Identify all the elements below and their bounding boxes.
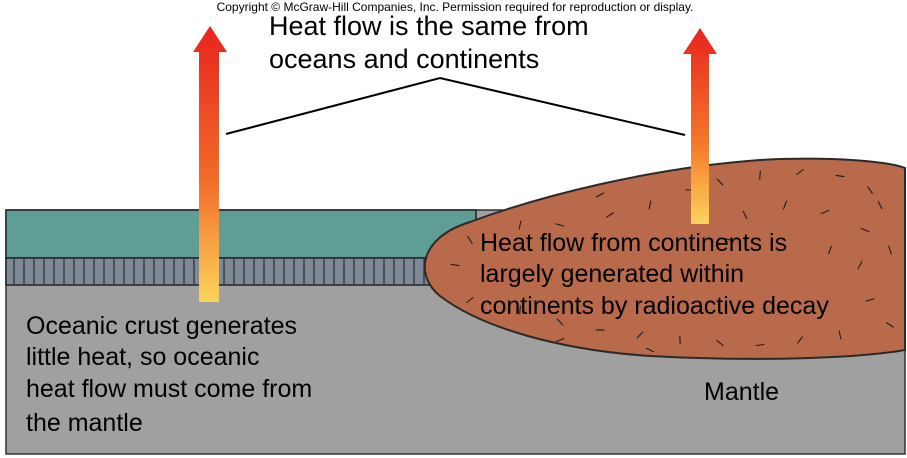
continent-fleck [636,331,644,339]
continent-fleck [716,339,724,347]
copyright-notice: Copyright © McGraw-Hill Companies, Inc. … [217,0,694,14]
continent-fleck [755,343,765,347]
oceanic-label-line-3: heat flow must come from [26,375,312,403]
continent-fleck [450,263,460,267]
continent-fleck [797,336,803,344]
continent-fleck [877,200,883,210]
oceanic-heat-flow-arrow [193,26,227,302]
continent-fleck [886,322,894,328]
continent-fleck [759,170,761,180]
continent-fleck [820,209,830,215]
continent-fleck [860,227,870,233]
continent-fleck [828,245,832,255]
heading-line-1: Heat flow is the same from [269,11,589,41]
mantle-label: Mantle [704,378,779,406]
continent-fleck [555,337,565,343]
continent-fleck [888,245,892,255]
continent-fleck [606,212,614,218]
continent-label-line-3: continents by radioactive decay [480,292,829,320]
continent-fleck [556,318,564,326]
continent-fleck [595,192,605,198]
continent-fleck [648,200,652,210]
oceanic-label-line-2: little heat, so oceanic [26,343,259,371]
continent-label-line-1: Heat flow from continents is [480,229,787,257]
continental-heat-flow-arrow [683,28,717,224]
continent-fleck [519,305,521,315]
continent-fleck [857,260,863,270]
continent-fleck [518,220,522,230]
ocean-layer [5,209,477,259]
continent-fleck [838,330,842,340]
heading-pointer-lines [225,76,686,136]
oceanic-label-line-1: Oceanic crust generates [26,312,297,340]
oceanic-label-line-4: the mantle [26,409,143,437]
continent-fleck [716,178,724,186]
continent-fleck [555,223,565,227]
continent-fleck [725,238,735,242]
continent-fleck [742,210,748,220]
continent-fleck [466,296,474,304]
continent [423,157,906,360]
continent-label-line-2: largely generated within [480,260,744,288]
continent-fleck [645,347,655,353]
continent-fleck [783,200,787,210]
continent-fleck [835,174,845,178]
heading-line-2: oceans and continents [269,44,539,74]
continent-fleck [796,168,804,176]
continent-fleck [467,236,473,244]
continent-texture [450,168,894,353]
oceanic-crust-layer [5,257,477,286]
continent-fleck [865,298,875,302]
continent-fleck [867,186,873,194]
